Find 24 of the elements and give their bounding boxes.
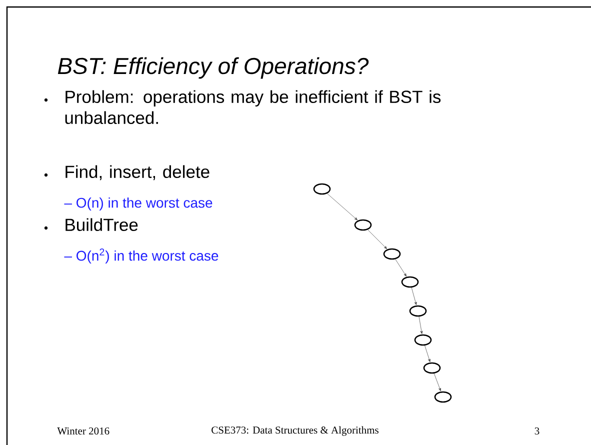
tree-node [414, 334, 432, 346]
arrow [424, 345, 430, 362]
arrow [418, 316, 423, 334]
tree-node [354, 219, 372, 231]
tree-node [409, 305, 427, 317]
footer-text: CSE373: Data Structures & Algorithms [212, 426, 378, 436]
bullet-text: Problem: operations may be inefficient if BST is unbalanced. [65, 90, 441, 124]
sub-bullet-text: – O(n) in the worst case [64, 197, 212, 211]
slide-title: BST: Efficiency of Operations? [58, 57, 369, 79]
bullet-text: BuildTree [66, 218, 138, 232]
arrow [411, 287, 417, 306]
tree-node [423, 362, 441, 374]
arrow [326, 193, 358, 220]
tree-node [434, 391, 452, 403]
bullet-text: Find, insert, delete [66, 165, 210, 180]
arrow [434, 373, 441, 392]
tree-node [383, 248, 401, 260]
arrow [368, 230, 388, 250]
arrow [395, 259, 407, 277]
footer-text: 3 [534, 427, 540, 435]
tree-node [401, 276, 419, 288]
footer-text: Winter 2016 [57, 427, 110, 435]
tree-node [313, 183, 331, 195]
sub-bullet-text: – O(n$^{2}$) in the worst case [64, 248, 218, 264]
